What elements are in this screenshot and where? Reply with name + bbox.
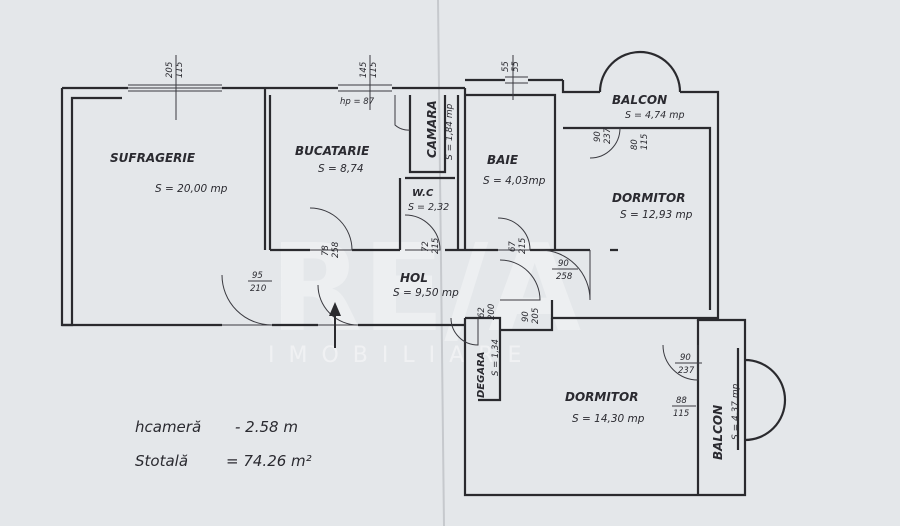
- totals-note: hcameră - 2.58 m Stotală = 74.26 m²: [135, 418, 312, 470]
- dim-win-dormitor1-bottom: 115: [640, 134, 650, 150]
- room-dormitor2-label: DORMITOR: [565, 390, 638, 404]
- room-dormitor2-area: S = 14,30 mp: [572, 413, 645, 425]
- dim-door-baie-bottom: 215: [518, 238, 528, 254]
- dim-win-baie-top: 55: [501, 61, 511, 72]
- door-bucatarie: [309, 207, 353, 251]
- room-wc-label: W.C: [412, 188, 434, 199]
- dim-door-dormitor1-top: 90: [558, 259, 569, 269]
- room-hol-area: S = 9,50 mp: [393, 287, 459, 299]
- dim-door-baie-top: 67: [508, 241, 518, 252]
- entrance-arrow-icon: [329, 302, 341, 348]
- window-baie: [505, 76, 528, 84]
- door-sufragerie: [221, 274, 273, 326]
- room-sufragerie-label: SUFRAGERIE: [110, 151, 196, 165]
- dim-door-dormitor2-bottom: 205: [531, 308, 541, 324]
- door-dormitor2: [499, 259, 541, 301]
- dim-door-wc-bottom: 215: [431, 238, 441, 254]
- balcon2-outline: [744, 358, 787, 442]
- dim-door-bucatarie-bottom: 258: [331, 241, 341, 258]
- room-dormitor1-area: S = 12,93 mp: [620, 209, 693, 221]
- room-sufragerie-area: S = 20,00 mp: [155, 183, 228, 195]
- dim-hp: hp = 87: [340, 97, 375, 107]
- door-degajare: [450, 317, 479, 346]
- dim-door-sufragerie-top: 95: [252, 271, 263, 281]
- room-bucatarie-label: BUCATARIE: [295, 144, 370, 158]
- dim-door-dormitor2-top: 90: [521, 311, 531, 322]
- dim-door-balcon1-bottom: 237: [603, 127, 613, 144]
- dim-door-degajare-top: 62: [477, 307, 487, 318]
- room-baie-area: S = 4,03mp: [483, 175, 546, 187]
- room-balcon2-label: BALCON: [711, 405, 725, 460]
- dim-door-balcon2-bottom: 237: [678, 366, 695, 376]
- total-area-value: = 74.26 m²: [226, 452, 312, 470]
- dim-door-bucatarie-top: 78: [321, 245, 331, 256]
- total-area-label: Stotală: [135, 452, 188, 470]
- dim-door-degajare-bottom: 200: [487, 304, 497, 320]
- dim-win-dormitor2-top: 88: [676, 396, 687, 406]
- watermark-text: IMOBILIARE: [268, 343, 535, 368]
- dim-door-balcon2-top: 90: [680, 353, 691, 363]
- exterior-walls: [60, 50, 787, 497]
- room-balcon1-label: BALCON: [612, 93, 667, 107]
- dim-win-bucatarie-top: 145: [359, 62, 369, 78]
- room-camara-area: S = 1,84 mp: [445, 103, 455, 160]
- dim-win-dormitor2-bottom: 115: [673, 409, 689, 419]
- dim-door-wc-top: 72: [421, 241, 431, 252]
- room-degajare-area: S = 1,34: [491, 339, 501, 376]
- room-baie-label: BAIE: [487, 153, 519, 167]
- dim-win-sufragerie-bottom: 115: [175, 62, 185, 78]
- room-dormitor1-label: DORMITOR: [612, 191, 685, 205]
- dim-door-balcon1-top: 90: [593, 131, 603, 142]
- room-camara-label: CAMARA: [425, 100, 439, 158]
- door-dormitor1: [539, 249, 591, 301]
- dim-win-sufragerie-top: 205: [165, 62, 175, 78]
- dimension-marks: 205 115 145 115 55 55 hp = 87 78 258 72 …: [165, 55, 702, 419]
- dim-win-baie-bottom: 55: [511, 61, 521, 72]
- door-balcon1: [589, 127, 621, 159]
- dim-win-dormitor1-top: 80: [630, 139, 640, 150]
- room-hol-label: HOL: [400, 271, 428, 285]
- door-wc: [404, 214, 441, 251]
- window-bucatarie: [338, 84, 392, 92]
- dim-door-dormitor1-bottom: 258: [556, 272, 573, 282]
- dim-door-sufragerie-bottom: 210: [250, 284, 266, 294]
- room-balcon2-area: S = 4,37 mp: [731, 383, 741, 440]
- door-baie: [497, 217, 531, 251]
- dim-win-bucatarie-bottom: 115: [369, 62, 379, 78]
- door-camara: [394, 95, 411, 131]
- window-sufragerie: [128, 84, 222, 92]
- ceiling-height-value: - 2.58 m: [235, 418, 298, 436]
- room-bucatarie-area: S = 8,74: [318, 163, 364, 175]
- door-balcon2: [662, 344, 699, 381]
- room-balcon1-area: S = 4,74 mp: [625, 110, 685, 121]
- balcon1-outline: [598, 50, 682, 93]
- ceiling-height-label: hcameră: [135, 418, 201, 436]
- room-degajare-label: DEGARA: [476, 351, 487, 398]
- room-wc-area: S = 2,32: [408, 202, 449, 213]
